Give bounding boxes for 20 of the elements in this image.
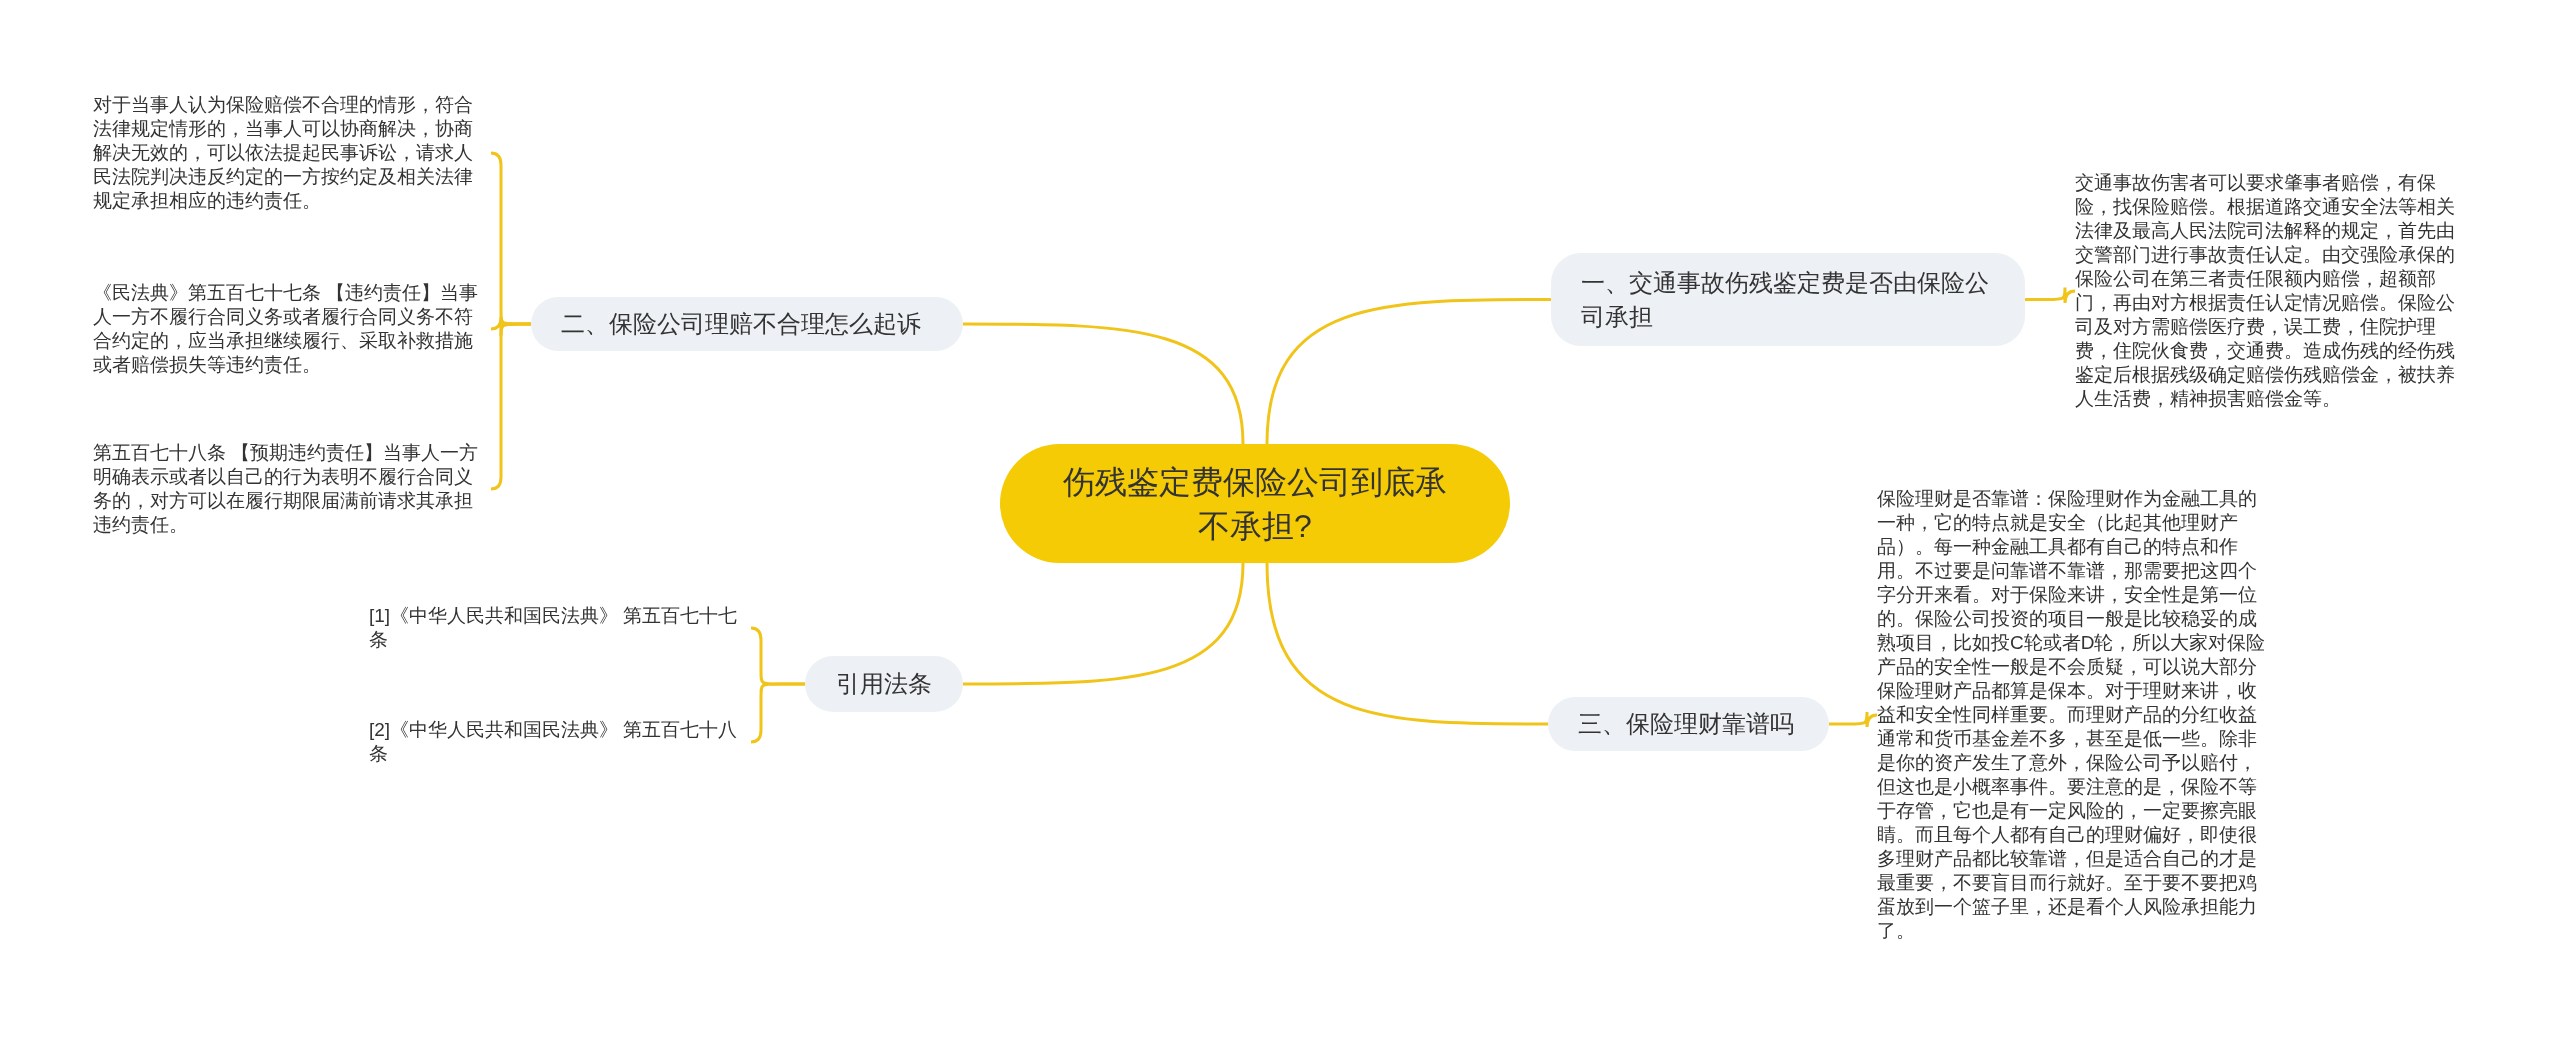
connector-line <box>750 682 805 744</box>
branch-topic: 二、保险公司理赔不合理怎么起诉 <box>531 297 963 351</box>
branch-topic: 引用法条 <box>805 656 963 712</box>
note-text: 交通事故伤害者可以要求肇事者赔偿，有保险，找保险赔偿。根据道路交通安全法等相关法律及最高人民法院司法解释的规定，首先由交警部门进行事故责任认定。由交强险承保的保险公司在第三者责任限额内赔偿，超额部门，再由对方根据责任认定情况赔偿。保险公司及对方需赔偿医疗费，误工费，住院护理费，住院伙食费，交通费。造成伤残的经伤残鉴定后根据残级确定赔偿伤残赔偿金，被扶养人生活费，精神损害赔偿金等。 <box>2075 171 2465 411</box>
central-topic: 伤残鉴定费保险公司到底承不承担? <box>1000 444 1510 563</box>
note-text: 《民法典》第五百七十七条 【违约责任】当事人一方不履行合同义务或者履行合同义务不符合约定的，应当承担继续履行、采取补救措施或者赔偿损失等违约责任。 <box>93 281 491 377</box>
branch-topic: 三、保险理财靠谱吗 <box>1548 697 1829 751</box>
reference-text: [2]《中华人民共和国民法典》 第五百七十八条 <box>369 718 751 766</box>
connector-line <box>490 322 531 491</box>
note-text: 保险理财是否靠谱：保险理财作为金融工具的一种，它的特点就是安全（比起其他理财产品）。每一种金融工具都有自己的特点和作用。不过要是问靠谱不靠谱，那需要把这四个字分开来看。对于保险来讲，安全性是第一位的。保险公司投资的项目一般是比较稳妥的成熟项目，比如投C轮或者D轮，所以大家对保险产品的安全性一般是不会质疑，可以说大部分保险理财产品都算是保本。对于理财来讲，收益和安全性同样重要。而理财产品的分红收益通常和货币基金差不多，甚至是低一些。除非是你的资产发生了意外，保险公司予以赔付，但这也是小概率事件。要注意的是，保险不等于存管，它也是有一定风险的，一定要擦亮眼睛。而且每个人都有自己的理财偏好，即使很多理财产品都比较靠谱，但是适合自己的才是最重要，不要盲目而行就好。至于要不要把鸡蛋放到一个篮子里，还是看个人风险承担能力了。 <box>1877 487 2273 943</box>
connector-line <box>1829 710 1878 729</box>
connector-line <box>2025 286 2076 305</box>
reference-text: [1]《中华人民共和国民法典》 第五百七十七条 <box>369 604 751 652</box>
connector-line <box>1265 562 1548 726</box>
note-text: 对于当事人认为保险赔偿不合理的情形，符合法律规定情形的，当事人可以协商解决，协商解决无效的，可以依法提起民事诉讼，请求人民法院判决违反约定的一方按约定及相关法律规定承担相应的违约责任。 <box>93 93 491 213</box>
connector-line <box>1265 298 1551 445</box>
note-text: 第五百七十八条 【预期违约责任】当事人一方明确表示或者以自己的行为表明不履行合同义务的，对方可以在履行期限届满前请求其承担违约责任。 <box>93 441 491 537</box>
connector-line <box>963 322 1245 445</box>
branch-topic: 一、交通事故伤残鉴定费是否由保险公司承担 <box>1551 253 2025 346</box>
connector-line <box>963 562 1245 686</box>
